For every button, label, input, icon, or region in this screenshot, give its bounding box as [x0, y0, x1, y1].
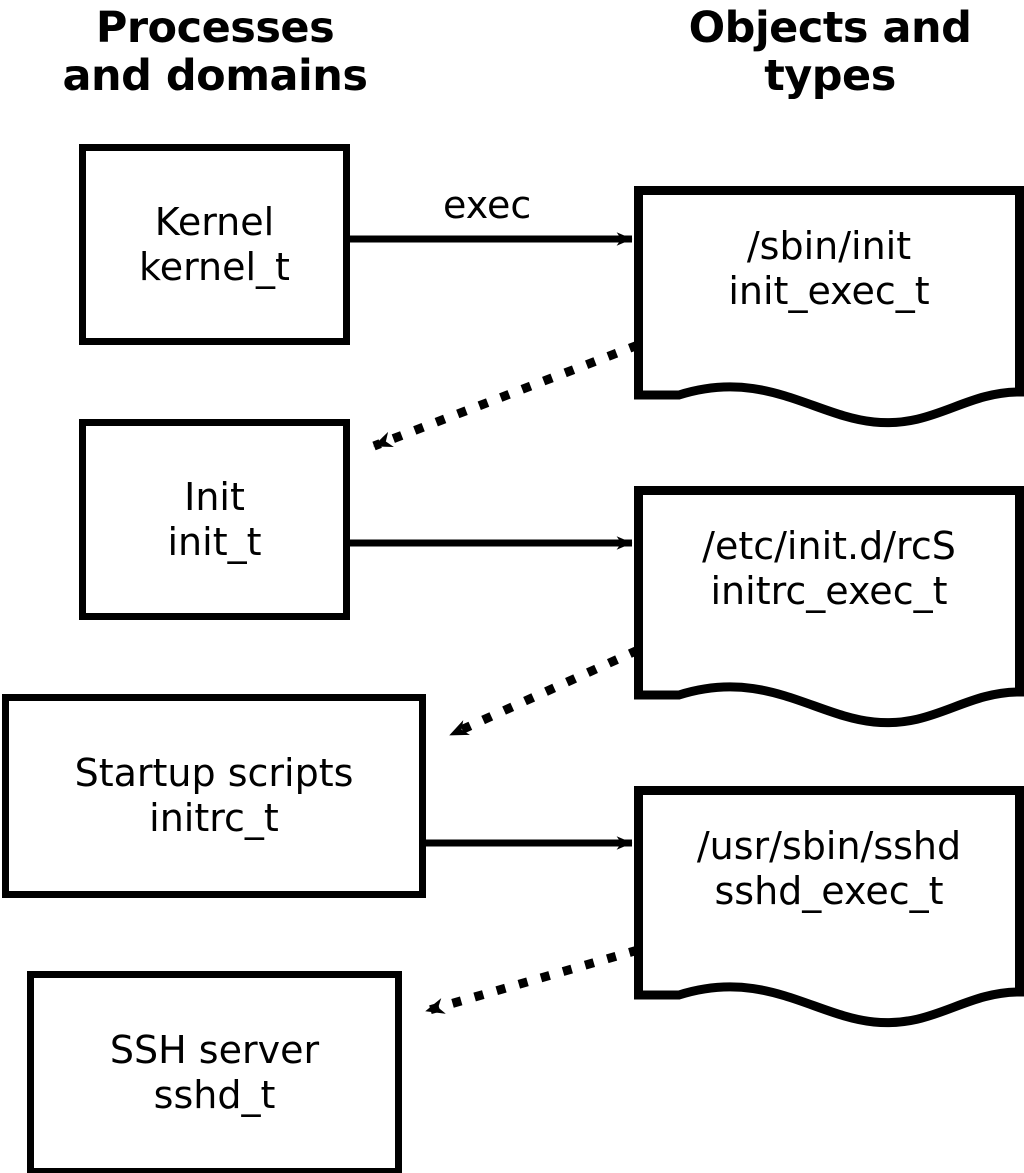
- process-node-init-label: Init init_t: [167, 474, 262, 564]
- edge-sshd-exec-to-sshd: [424, 945, 640, 1016]
- document-shape-outline: [634, 186, 1024, 428]
- column-heading-objects: Objects and types: [688, 3, 972, 102]
- process-node-ssh-server[interactable]: SSH server sshd_t: [27, 971, 402, 1173]
- object-node-init-exec[interactable]: /sbin/init init_exec_t: [634, 186, 1024, 428]
- process-node-init[interactable]: Init init_t: [79, 419, 350, 620]
- object-node-initrc-exec[interactable]: /etc/init.d/rcS initrc_exec_t: [634, 486, 1024, 728]
- edge-init-exec-to-init: [372, 340, 640, 451]
- column-heading-processes: Processes and domains: [62, 3, 368, 102]
- process-node-ssh-server-label: SSH server sshd_t: [109, 1028, 320, 1117]
- process-node-startup-scripts-label: Startup scripts initrc_t: [74, 751, 354, 840]
- process-node-kernel-label: Kernel kernel_t: [139, 199, 290, 289]
- document-shape-outline: [634, 786, 1024, 1028]
- process-node-kernel[interactable]: Kernel kernel_t: [79, 144, 350, 345]
- object-node-sshd-exec[interactable]: /usr/sbin/sshd sshd_exec_t: [634, 786, 1024, 1028]
- document-shape-outline: [634, 486, 1024, 728]
- edge-initrc-exec-to-initrc: [448, 645, 640, 740]
- edge-label-exec: exec: [443, 183, 532, 227]
- process-node-startup-scripts[interactable]: Startup scripts initrc_t: [2, 694, 426, 898]
